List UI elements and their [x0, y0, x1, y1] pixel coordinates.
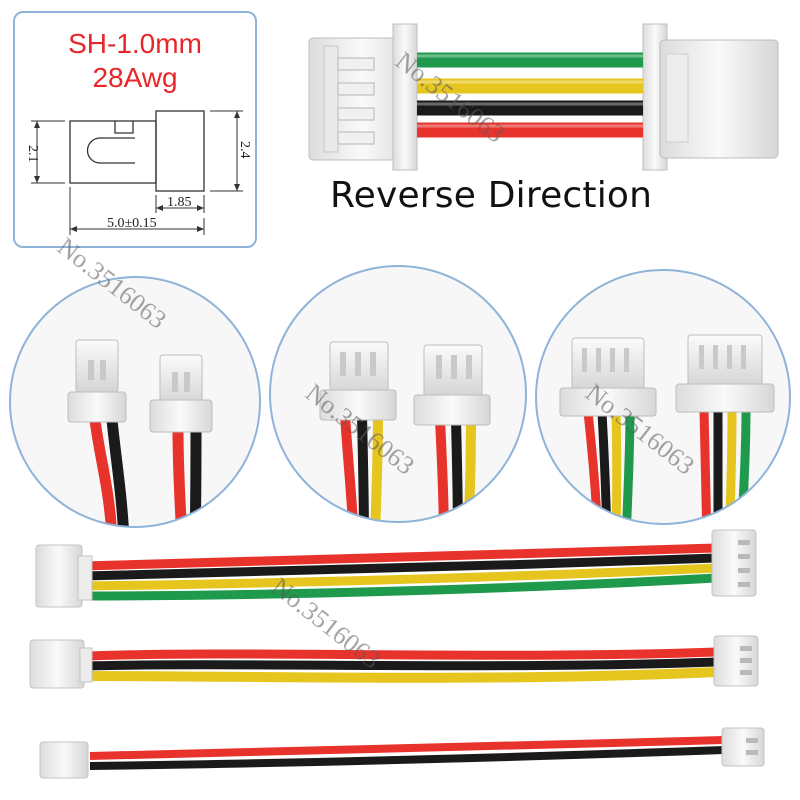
dimension-drawing: 2.1 2.4 1.85 5.0±0.15	[25, 110, 252, 235]
right-connector-housing	[659, 39, 779, 159]
reverse-direction-cable	[308, 23, 779, 171]
closeup-2pin	[9, 276, 261, 528]
closeup-3pin	[269, 265, 527, 523]
cable-3pin	[29, 635, 759, 689]
dim-height-right-label: 2.4	[237, 141, 252, 159]
dim-height-left-label: 2.1	[25, 145, 40, 163]
cable-2pin	[39, 727, 765, 779]
dim-length-label: 5.0±0.15	[107, 216, 157, 231]
cable-4pin	[35, 529, 757, 608]
closeup-4pin	[535, 269, 791, 525]
dim-short-label: 1.85	[167, 195, 192, 210]
spec-title-gauge: 28Awg	[92, 62, 178, 93]
reverse-direction-label: Reverse Direction	[330, 175, 653, 216]
spec-title-size: SH-1.0mm	[68, 28, 202, 59]
spec-box: SH-1.0mm 28Awg	[13, 11, 257, 248]
